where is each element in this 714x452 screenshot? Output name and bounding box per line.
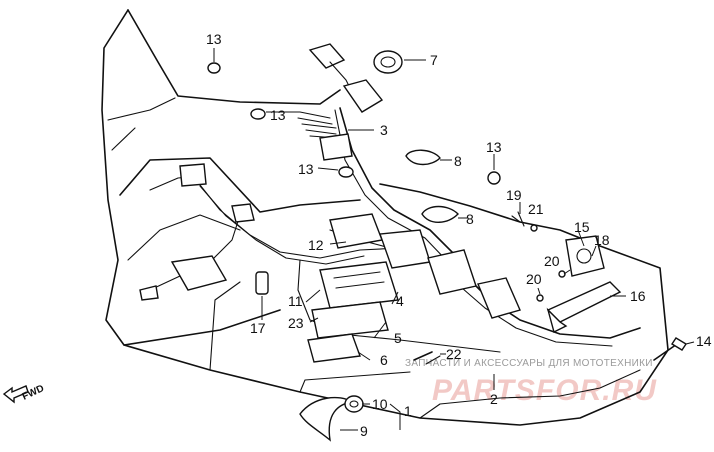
callout-3: 3 [380, 122, 388, 138]
relay-block [319, 133, 353, 161]
watermark: ЗАПЧАСТИ И АКСЕССУАРЫ ДЛЯ МОТОТЕХНИКИ PA… [405, 358, 657, 407]
callout-17: 17 [250, 320, 266, 336]
callouts: 13 7 13 3 13 8 13 19 21 8 15 18 12 20 20… [206, 31, 712, 439]
grommet-7 [373, 50, 403, 74]
callout-1: 1 [404, 403, 412, 419]
callout-23: 23 [288, 315, 304, 331]
callout-12: 12 [308, 237, 324, 253]
watermark-logo: PARTSFOR.RU [432, 374, 657, 407]
lens-17 [255, 271, 269, 295]
callout-21: 21 [528, 201, 544, 217]
connector-box [427, 249, 477, 295]
callout-22: 22 [446, 346, 462, 362]
callout-6: 6 [380, 352, 388, 368]
fwd-indicator: FWD [2, 383, 46, 404]
callout-2: 2 [490, 391, 498, 407]
grommet-13a [207, 62, 221, 74]
clamp-8b [421, 205, 459, 223]
callout-5: 5 [394, 330, 402, 346]
sub-harness [170, 255, 228, 291]
grommet-10 [344, 395, 364, 413]
callout-13b: 13 [270, 107, 286, 123]
callout-19: 19 [506, 187, 522, 203]
callout-8b: 8 [466, 211, 474, 227]
callout-11: 11 [288, 293, 303, 309]
fwd-arrow-icon [2, 385, 29, 404]
callout-13d: 13 [486, 139, 502, 155]
callout-15: 15 [574, 219, 590, 235]
callout-13a: 13 [206, 31, 222, 47]
grommet-13b [250, 108, 266, 120]
callout-10: 10 [372, 396, 388, 412]
callout-8a: 8 [454, 153, 462, 169]
grommet-13c [338, 166, 354, 178]
clamp-8a [405, 149, 441, 166]
grommet-13d [487, 171, 501, 185]
callout-18: 18 [594, 232, 610, 248]
stay-16 [546, 281, 622, 323]
callout-9: 9 [360, 423, 368, 439]
callout-13c: 13 [298, 161, 314, 177]
callout-20a: 20 [544, 253, 560, 269]
leader-lines [213, 48, 695, 431]
cluster-5 [311, 301, 389, 339]
callout-14: 14 [696, 333, 712, 349]
panel-6 [307, 333, 361, 363]
callout-16: 16 [630, 288, 646, 304]
watermark-text: ЗАПЧАСТИ И АКСЕССУАРЫ ДЛЯ МОТОТЕХНИКИ [405, 358, 653, 369]
parts [139, 43, 687, 442]
trim-9 [299, 396, 354, 442]
connector-plug [308, 43, 346, 69]
callout-7: 7 [430, 52, 438, 68]
mount-bracket [565, 235, 605, 277]
callout-4: 4 [396, 293, 404, 309]
callout-20b: 20 [526, 271, 542, 287]
connector-socket [342, 79, 384, 113]
